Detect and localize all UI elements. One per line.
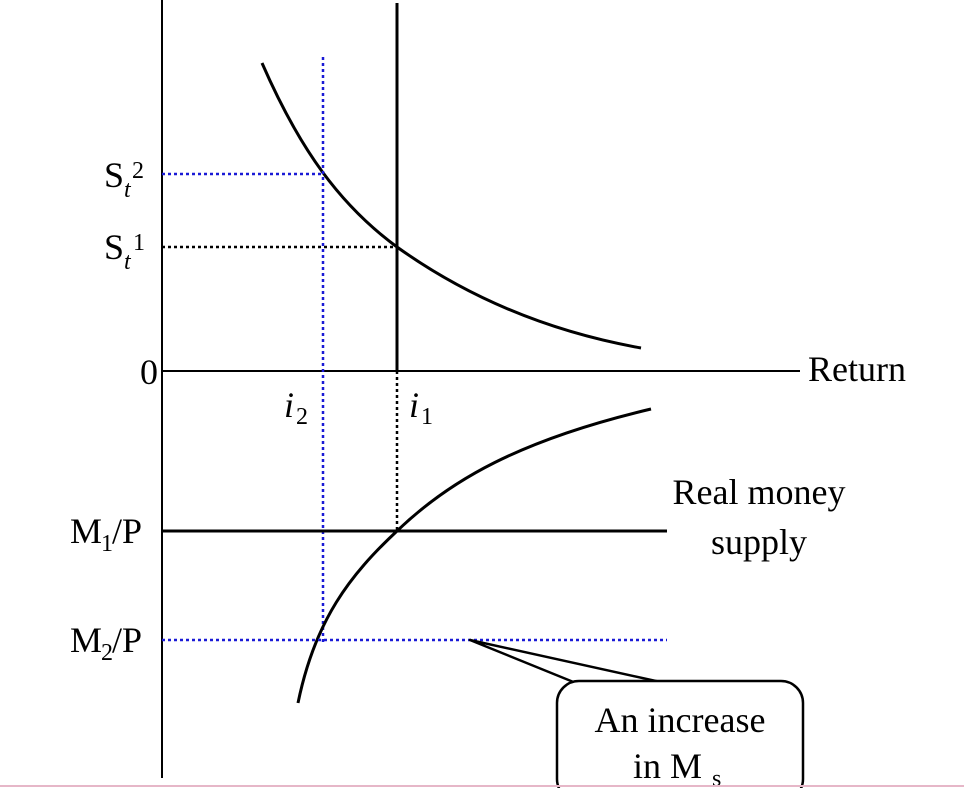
s2-label: S — [104, 155, 124, 195]
i2-label: i — [284, 385, 294, 425]
callout-text-line2-sub: s — [712, 766, 721, 788]
m1-label-sub: 1 — [101, 531, 113, 557]
s2-label-sup: 2 — [132, 158, 144, 184]
i1-label-sub: 1 — [421, 404, 433, 430]
real-money-demand-curve — [296, 407, 652, 704]
callout-text-line2: in M — [633, 746, 702, 786]
slide-bottom-rule — [0, 785, 964, 787]
origin-label: 0 — [140, 352, 158, 392]
foreign-return-curve — [260, 62, 642, 350]
m2-label: M — [70, 620, 102, 660]
callout-box — [555, 679, 805, 788]
s1-label: S — [104, 227, 124, 267]
real-money-supply-label-line1: Real money — [673, 472, 846, 512]
s1-label-sub: t — [124, 249, 132, 275]
real-money-supply-label-line2: supply — [711, 522, 807, 562]
i2-label-sub: 2 — [296, 404, 308, 430]
s2-label-sub: t — [124, 177, 132, 203]
m1-label-rest: /P — [112, 511, 142, 551]
m1-label: M — [70, 511, 102, 551]
m2-label-sub: 2 — [101, 640, 113, 666]
s1-label-sup: 1 — [133, 230, 145, 256]
callout-text-line1: An increase — [595, 700, 766, 740]
return-axis-label: Return — [808, 349, 906, 389]
m2-label-rest: /P — [112, 620, 142, 660]
i1-label: i — [409, 385, 419, 425]
